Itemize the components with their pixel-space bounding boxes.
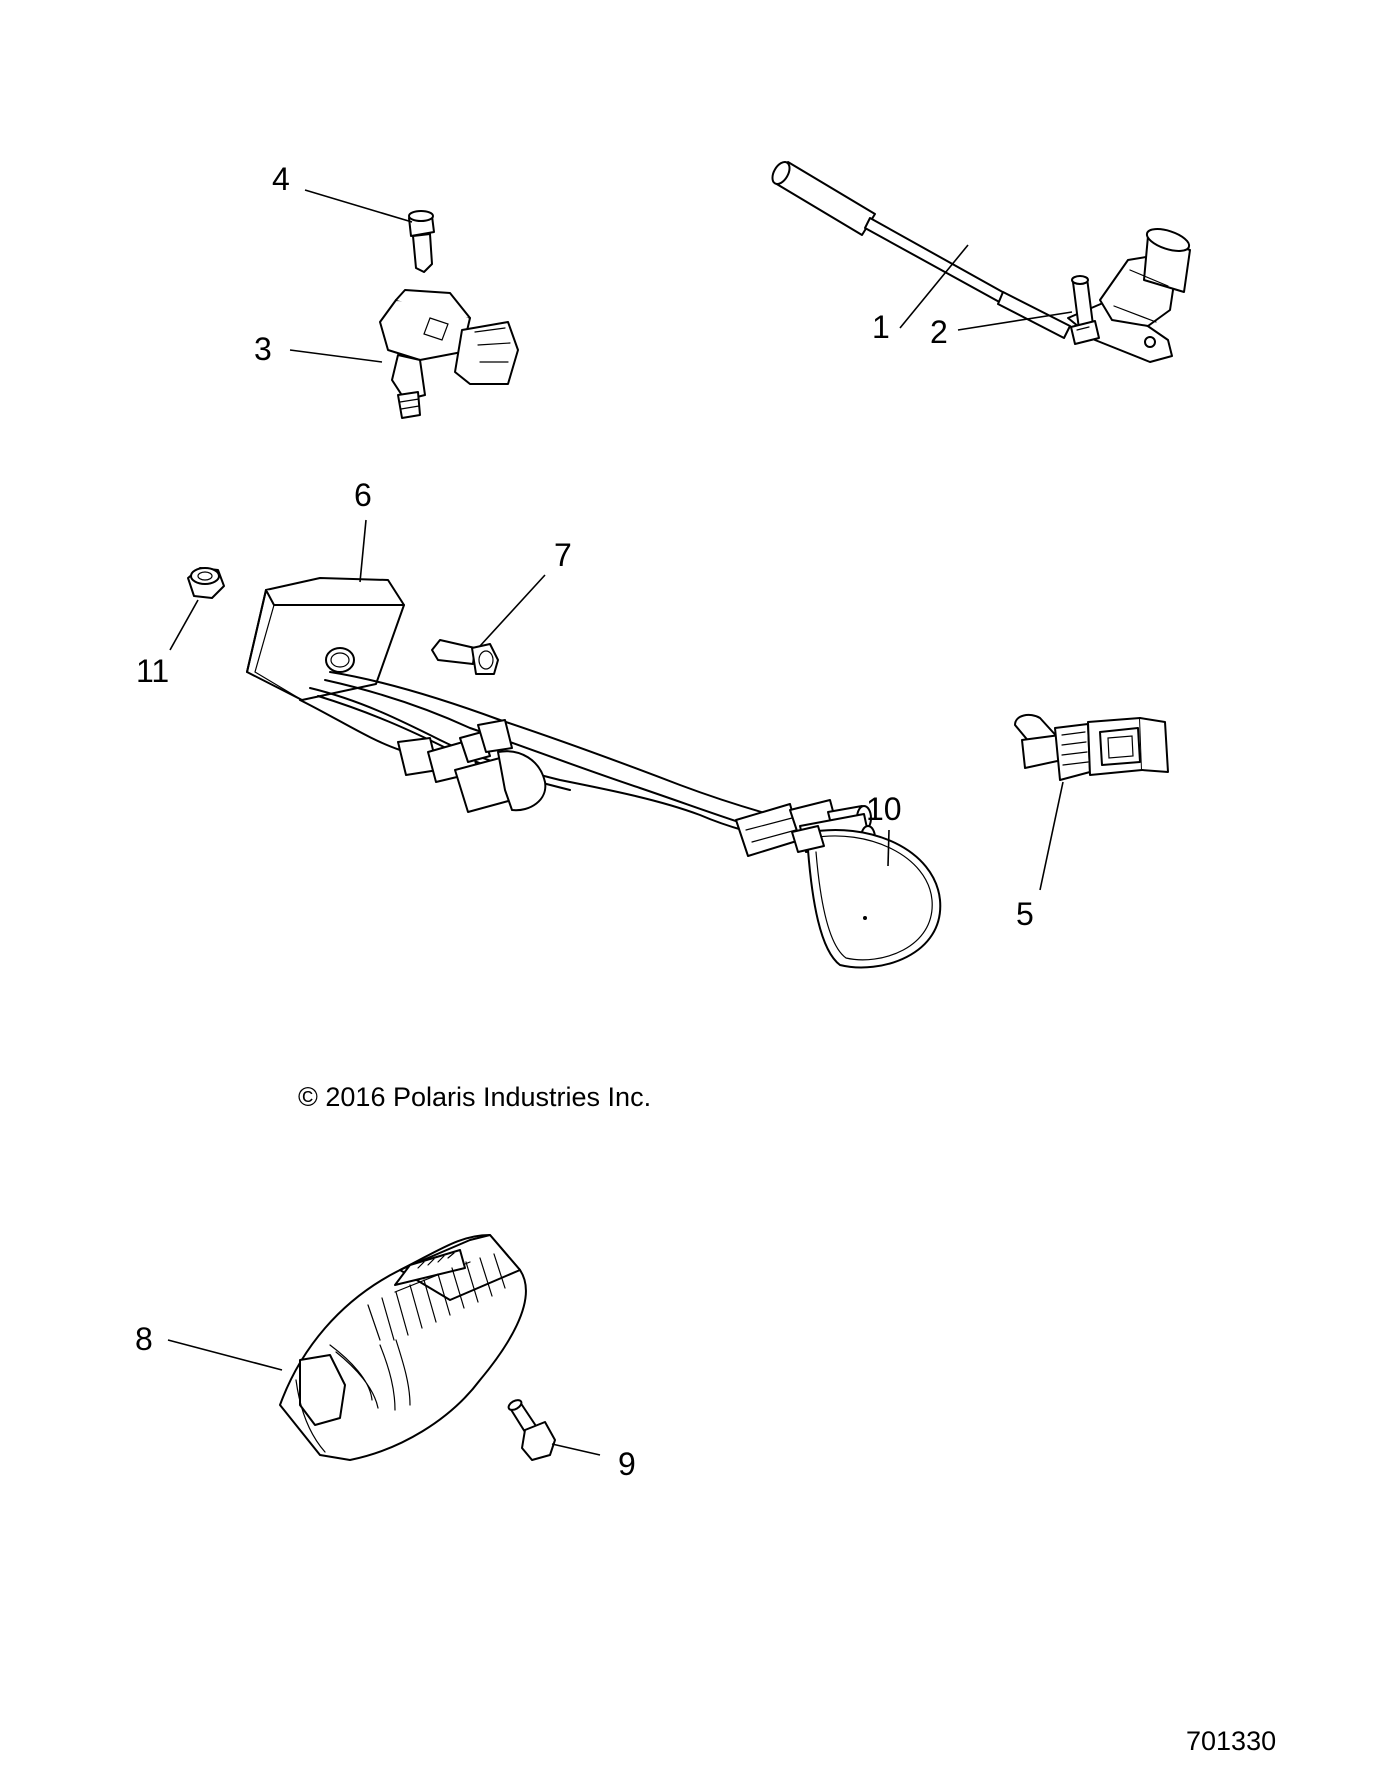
leader-2 [957,311,1073,331]
leader-6 [359,519,367,583]
callout-3: 3 [254,331,272,367]
part-11-nut [187,567,225,599]
part-3-map-sensor [379,289,519,419]
leader-8 [167,1339,283,1371]
callout-2: 2 [930,314,948,350]
part-10-cable-tie [791,825,942,969]
leader-7 [479,574,546,647]
leader-3 [289,349,383,363]
part-4-screw [408,210,435,273]
leader-11 [169,599,199,651]
part-1-speed-sensor [771,161,1191,363]
callout-10: 10 [866,791,902,827]
part-8-voltage-regulator [279,1234,527,1461]
callout-4: 4 [272,161,290,197]
callout-5: 5 [1016,896,1034,932]
callout-6: 6 [354,477,372,513]
drawing-number: 701330 [1186,1726,1276,1756]
leader-5 [1039,781,1064,891]
leader-4 [304,189,413,223]
part-7-bolt [431,639,499,675]
callout-1: 1 [872,309,890,345]
leader-9 [551,1443,601,1456]
callout-9: 9 [618,1446,636,1482]
callout-11: 11 [136,653,169,689]
leader-10 [887,829,890,867]
callout-8: 8 [135,1321,153,1357]
part-6-harness-module [246,577,876,857]
callout-7: 7 [554,537,572,573]
leader-1 [899,244,969,329]
part-5-temp-sensor [1014,713,1169,781]
part-2-bolt [1070,275,1100,345]
copyright-notice: © 2016 Polaris Industries Inc. [298,1082,651,1112]
part-9-bolt [507,1399,556,1461]
